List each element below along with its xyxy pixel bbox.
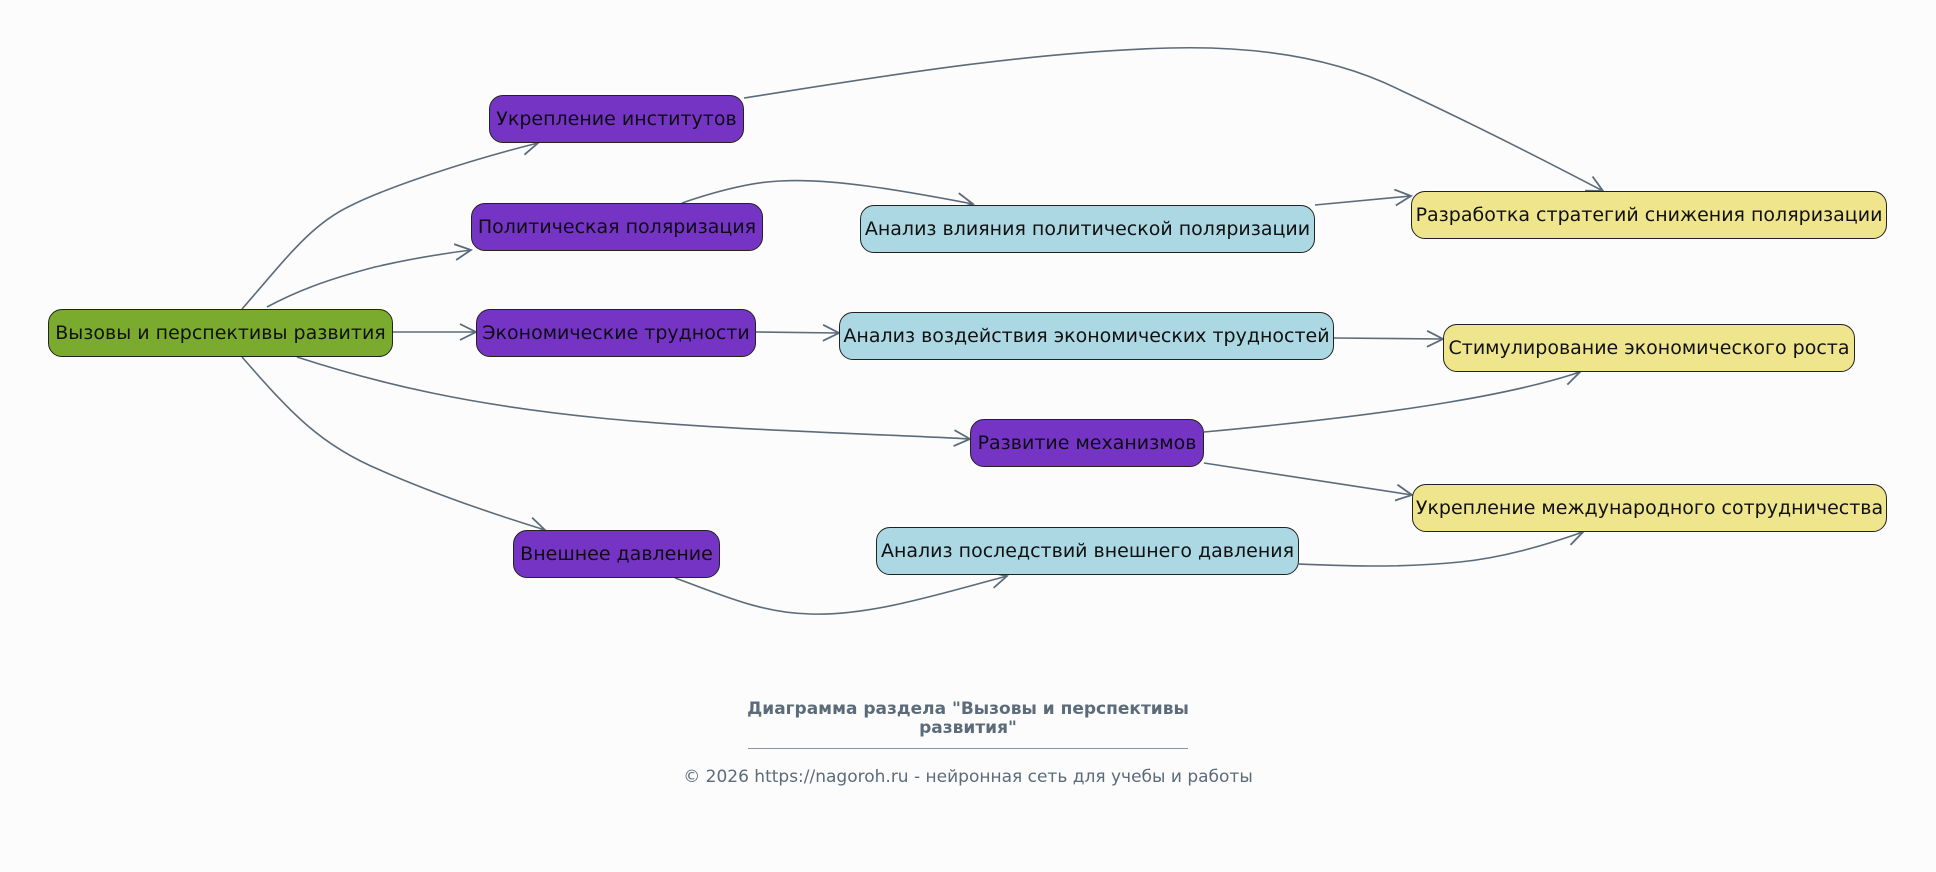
caption-footer: © 2026 https://nagoroh.ru - нейронная се…	[683, 767, 1253, 787]
edge-institutions-strategy	[743, 46, 1603, 191]
edge-external-analysis	[674, 576, 1007, 615]
edge-mechanisms-growth	[1203, 372, 1580, 433]
edge-root-institutions	[241, 143, 538, 310]
node-analysis-external: Анализ последствий внешнего давления	[876, 527, 1299, 575]
edge-root-mechanisms	[296, 356, 970, 439]
caption: Диаграмма раздела "Вызовы и перспективы …	[0, 699, 1936, 788]
edge-root-external	[241, 356, 545, 530]
caption-title: Диаграмма раздела "Вызовы и перспективы …	[747, 699, 1189, 738]
node-growth: Стимулирование экономического роста	[1443, 324, 1855, 372]
node-root: Вызовы и перспективы развития	[48, 309, 393, 357]
node-mechanisms: Развитие механизмов	[970, 419, 1204, 467]
edge-analysis-external-cooperation	[1298, 532, 1583, 567]
edge-polarization-analysis	[681, 179, 973, 204]
edge-root-polarization	[266, 250, 471, 308]
edge-economic-analysis	[755, 332, 839, 333]
node-institutions: Укрепление институтов	[489, 95, 744, 143]
node-analysis-polarization: Анализ влияния политической поляризации	[860, 205, 1315, 253]
edge-mechanisms-cooperation	[1203, 462, 1412, 495]
node-analysis-economic: Анализ воздействия экономических труднос…	[839, 312, 1334, 360]
node-strategy-polarization: Разработка стратегий снижения поляризаци…	[1411, 191, 1887, 239]
node-external: Внешнее давление	[513, 530, 720, 578]
edge-analysis-economic-growth	[1333, 338, 1443, 339]
caption-divider	[748, 748, 1188, 749]
edge-analysis-polarization-strategy	[1314, 196, 1411, 205]
node-economic: Экономические трудности	[476, 309, 756, 357]
node-cooperation: Укрепление международного сотрудничества	[1412, 484, 1887, 532]
node-polarization: Политическая поляризация	[471, 203, 763, 251]
